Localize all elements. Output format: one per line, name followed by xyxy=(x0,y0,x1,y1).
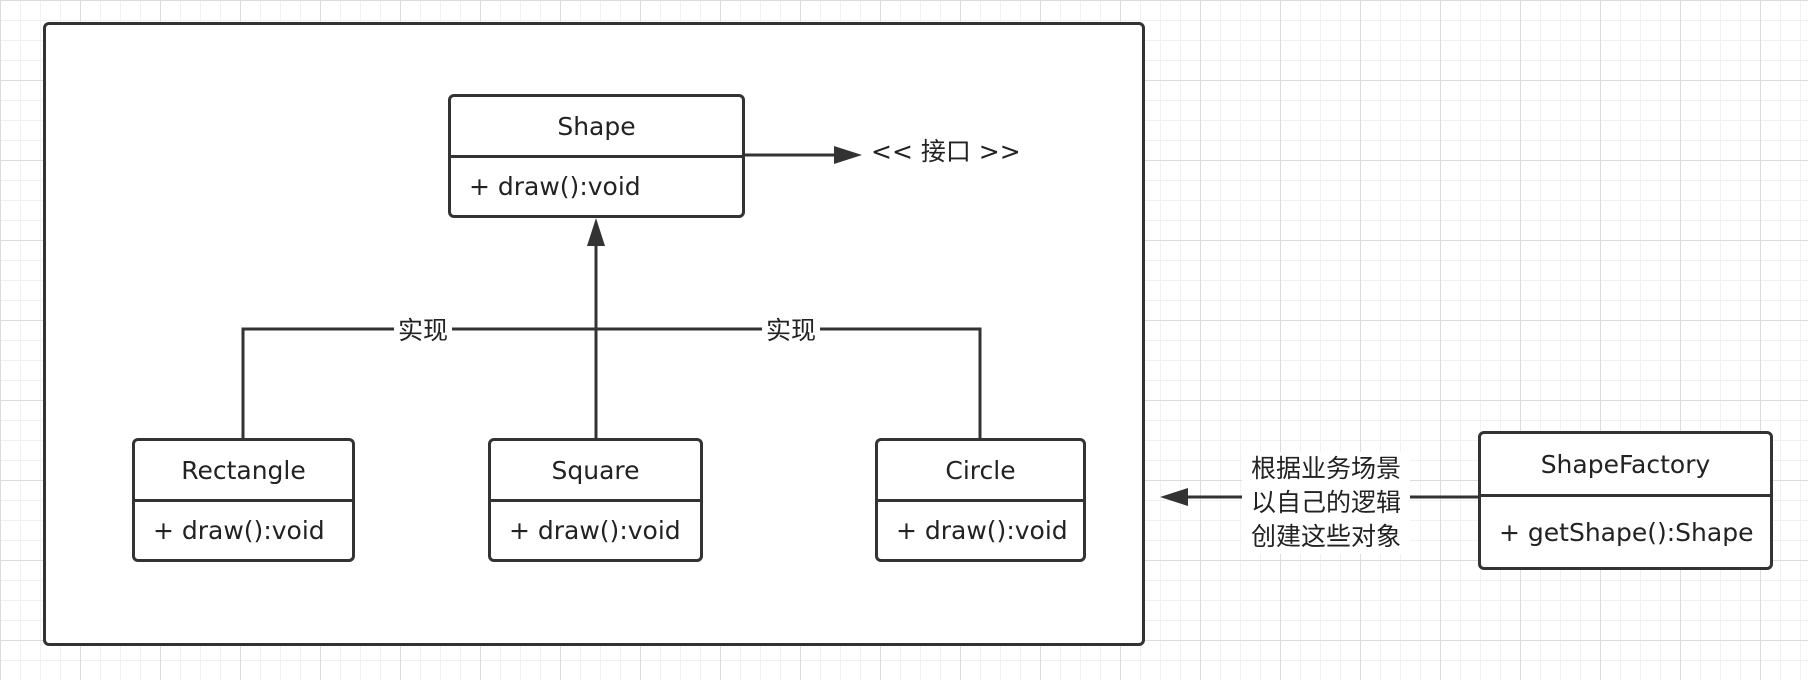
shape-class-name: Shape xyxy=(451,97,742,158)
square-class-box[interactable]: Square + draw():void xyxy=(488,438,703,562)
circle-class-box[interactable]: Circle + draw():void xyxy=(875,438,1086,562)
implement-label-right: 实现 xyxy=(762,316,821,346)
circle-implements-line xyxy=(596,327,982,438)
shape-interface-box[interactable]: Shape + draw():void xyxy=(448,94,745,218)
factory-arrowhead xyxy=(1160,488,1188,506)
square-class-name: Square xyxy=(491,441,700,502)
factory-note-line: 创建这些对象 xyxy=(1250,522,1401,551)
factory-note-line: 根据业务场景 xyxy=(1250,454,1401,483)
shape-class-method: + draw():void xyxy=(469,172,641,201)
shape-arrowhead xyxy=(587,218,605,246)
shape-factory-box[interactable]: ShapeFactory + getShape():Shape xyxy=(1478,431,1773,570)
factory-class-name: ShapeFactory xyxy=(1481,434,1770,497)
square-class-method: + draw():void xyxy=(509,516,681,545)
interface-label: << 接口 >> xyxy=(871,137,1021,166)
rectangle-class-box[interactable]: Rectangle + draw():void xyxy=(132,438,355,562)
circle-class-name: Circle xyxy=(878,441,1083,502)
interface-arrowhead xyxy=(834,146,862,164)
circle-class-method: + draw():void xyxy=(896,516,1068,545)
rectangle-class-name: Rectangle xyxy=(135,441,352,502)
implement-label-left: 实现 xyxy=(394,316,453,346)
rectangle-class-method: + draw():void xyxy=(153,516,325,545)
rectangle-implements-line xyxy=(241,327,596,438)
factory-class-method: + getShape():Shape xyxy=(1499,517,1754,547)
factory-note-line: 以自己的逻辑 xyxy=(1250,488,1401,517)
factory-note: 根据业务场景 以自己的逻辑 创建这些对象 xyxy=(1242,452,1410,554)
